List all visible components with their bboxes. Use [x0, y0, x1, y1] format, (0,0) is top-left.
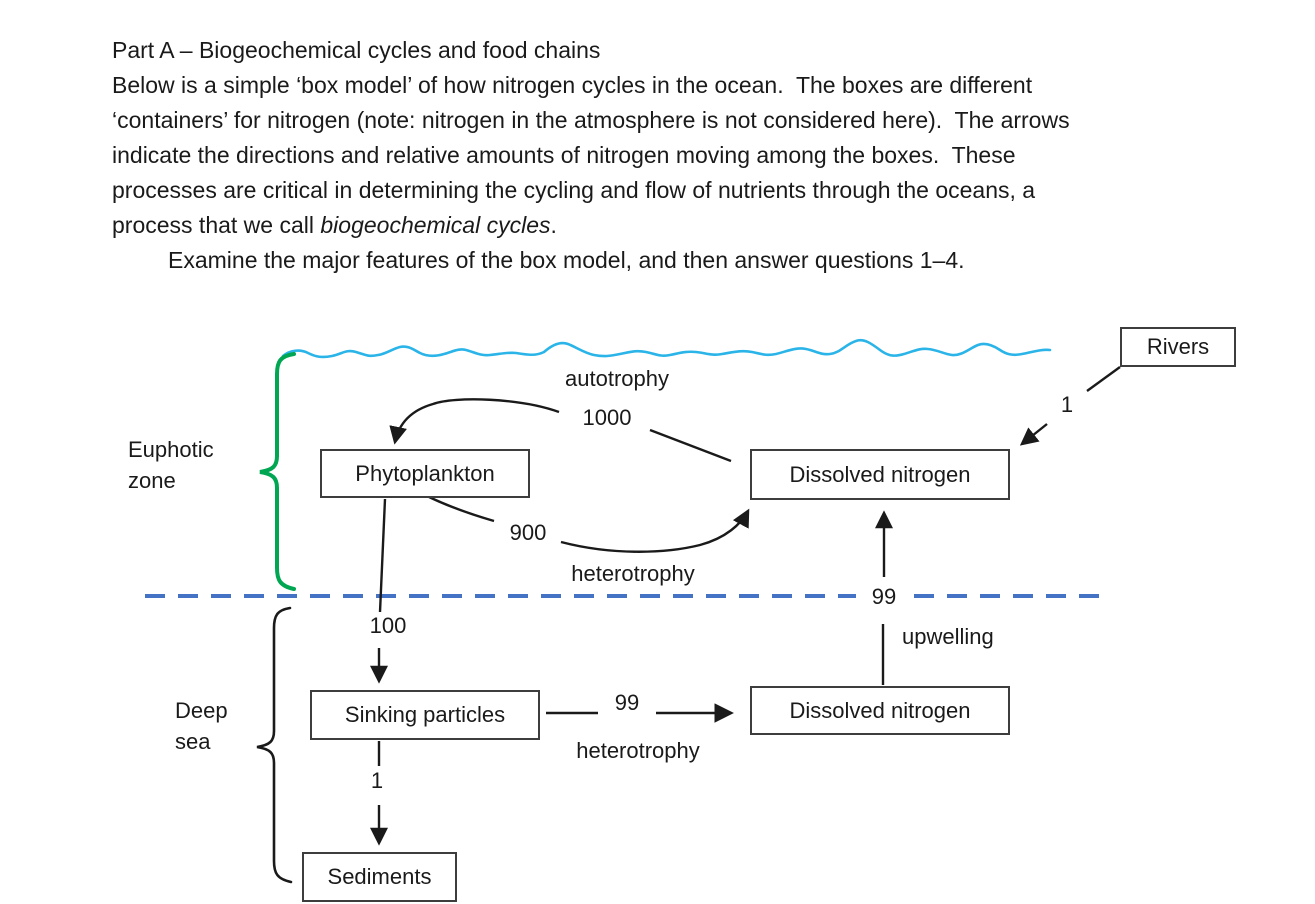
phytoplankton-box-label: Phytoplankton — [355, 460, 495, 486]
surface-heterotrophy-flow-value: 900 — [509, 520, 547, 545]
sinking-flow-value: 100 — [369, 613, 407, 638]
euphotic-zone-label: Euphotic zone — [128, 434, 214, 496]
intro-paragraph: Part A – Biogeochemical cycles and food … — [112, 33, 1232, 278]
phytoplankton-box: Phytoplankton — [320, 449, 530, 498]
euphotic-zone-label-line1: Euphotic — [128, 437, 214, 462]
rivers-box-label: Rivers — [1146, 334, 1210, 359]
autotrophy-arrow-line2 — [389, 398, 560, 445]
river-input-arrow-line1 — [1086, 366, 1121, 392]
dissolved-nitrogen-surface-label: Dissolved nitrogen — [789, 461, 971, 487]
surface-heterotrophy-flow-label: heterotrophy — [571, 561, 695, 586]
deep-heterotrophy-flow-label: heterotrophy — [576, 738, 700, 763]
autotrophy-flow-value: 1000 — [582, 405, 632, 430]
deep-sea-label-line1: Deep — [175, 698, 228, 723]
intro-line: ‘containers’ for nitrogen (note: nitroge… — [112, 107, 1070, 133]
intro-line6-prefix: process that we call — [112, 212, 321, 238]
upwelling-flow-value: 99 — [871, 584, 897, 609]
river-input-arrow-line2 — [1019, 423, 1048, 446]
intro-line: process that we call biogeochemical cycl… — [112, 208, 1232, 243]
surface-heterotrophy-arrow-line1 — [424, 493, 495, 523]
rivers-box: Rivers — [1120, 327, 1236, 367]
sediments-box: Sediments — [302, 852, 457, 902]
sinking-particles-box: Sinking particles — [310, 690, 540, 740]
intro-line-title: Part A – Biogeochemical cycles and food … — [112, 37, 601, 63]
intro-line: indicate the directions and relative amo… — [112, 142, 1016, 168]
deep-sea-label: Deep sea — [175, 695, 228, 757]
intro-line: Below is a simple ‘box model’ of how nit… — [112, 72, 1033, 98]
ocean-surface-wave — [281, 338, 1052, 359]
sinking-flux-line1 — [378, 498, 387, 613]
dissolved-nitrogen-surface-box: Dissolved nitrogen — [750, 449, 1010, 500]
intro-line-instruction: Examine the major features of the box mo… — [168, 247, 965, 273]
autotrophy-flow-label: autotrophy — [565, 366, 669, 391]
deep-heterotrophy-flow-value: 99 — [614, 690, 640, 715]
sediments-box-label: Sediments — [327, 864, 432, 889]
autotrophy-arrow-line1 — [649, 428, 732, 463]
intro-line6-suffix: . — [550, 212, 557, 238]
burial-flow-value: 1 — [370, 768, 384, 793]
intro-line6-italic-term: biogeochemical cycles — [320, 212, 551, 238]
euphotic-zone-brace — [259, 352, 296, 591]
sinking-particles-label: Sinking particles — [344, 702, 506, 727]
dissolved-nitrogen-deep-box: Dissolved nitrogen — [750, 686, 1010, 735]
river-input-flow-value: 1 — [1060, 392, 1074, 417]
intro-line: processes are critical in determining th… — [112, 177, 1036, 203]
upwelling-flow-label: upwelling — [902, 624, 994, 649]
euphotic-zone-label-line2: zone — [128, 468, 176, 493]
deep-sea-brace — [256, 606, 293, 884]
deep-sea-label-line2: sea — [175, 729, 211, 754]
surface-heterotrophy-arrow-line2 — [560, 508, 750, 553]
dissolved-nitrogen-deep-label: Dissolved nitrogen — [789, 697, 971, 723]
